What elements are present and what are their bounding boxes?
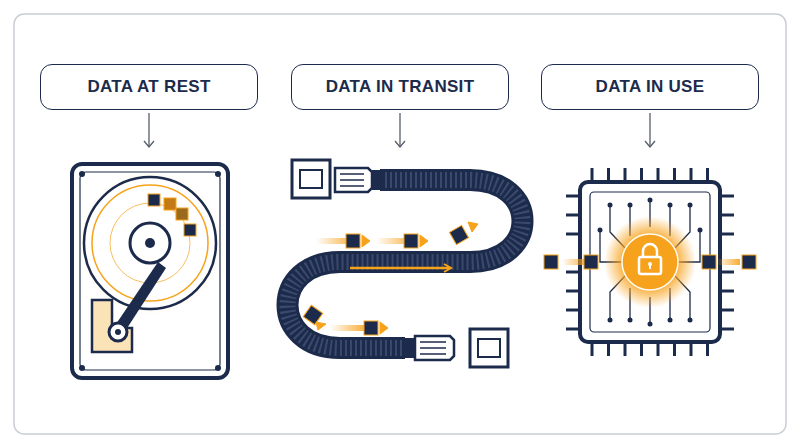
processor-chip: [544, 168, 756, 356]
heading-box: DATA IN USE: [541, 64, 759, 110]
heading-text: DATA IN TRANSIT: [326, 77, 475, 97]
hard-drive: [72, 164, 228, 378]
heading-text: DATA IN USE: [596, 77, 705, 97]
heading-box: DATA AT REST: [40, 64, 258, 110]
outer-frame: [14, 14, 786, 434]
network-cable: [288, 160, 523, 367]
heading-box: DATA IN TRANSIT: [291, 64, 509, 110]
heading-text: DATA AT REST: [87, 77, 210, 97]
down-pointers: [144, 113, 655, 147]
